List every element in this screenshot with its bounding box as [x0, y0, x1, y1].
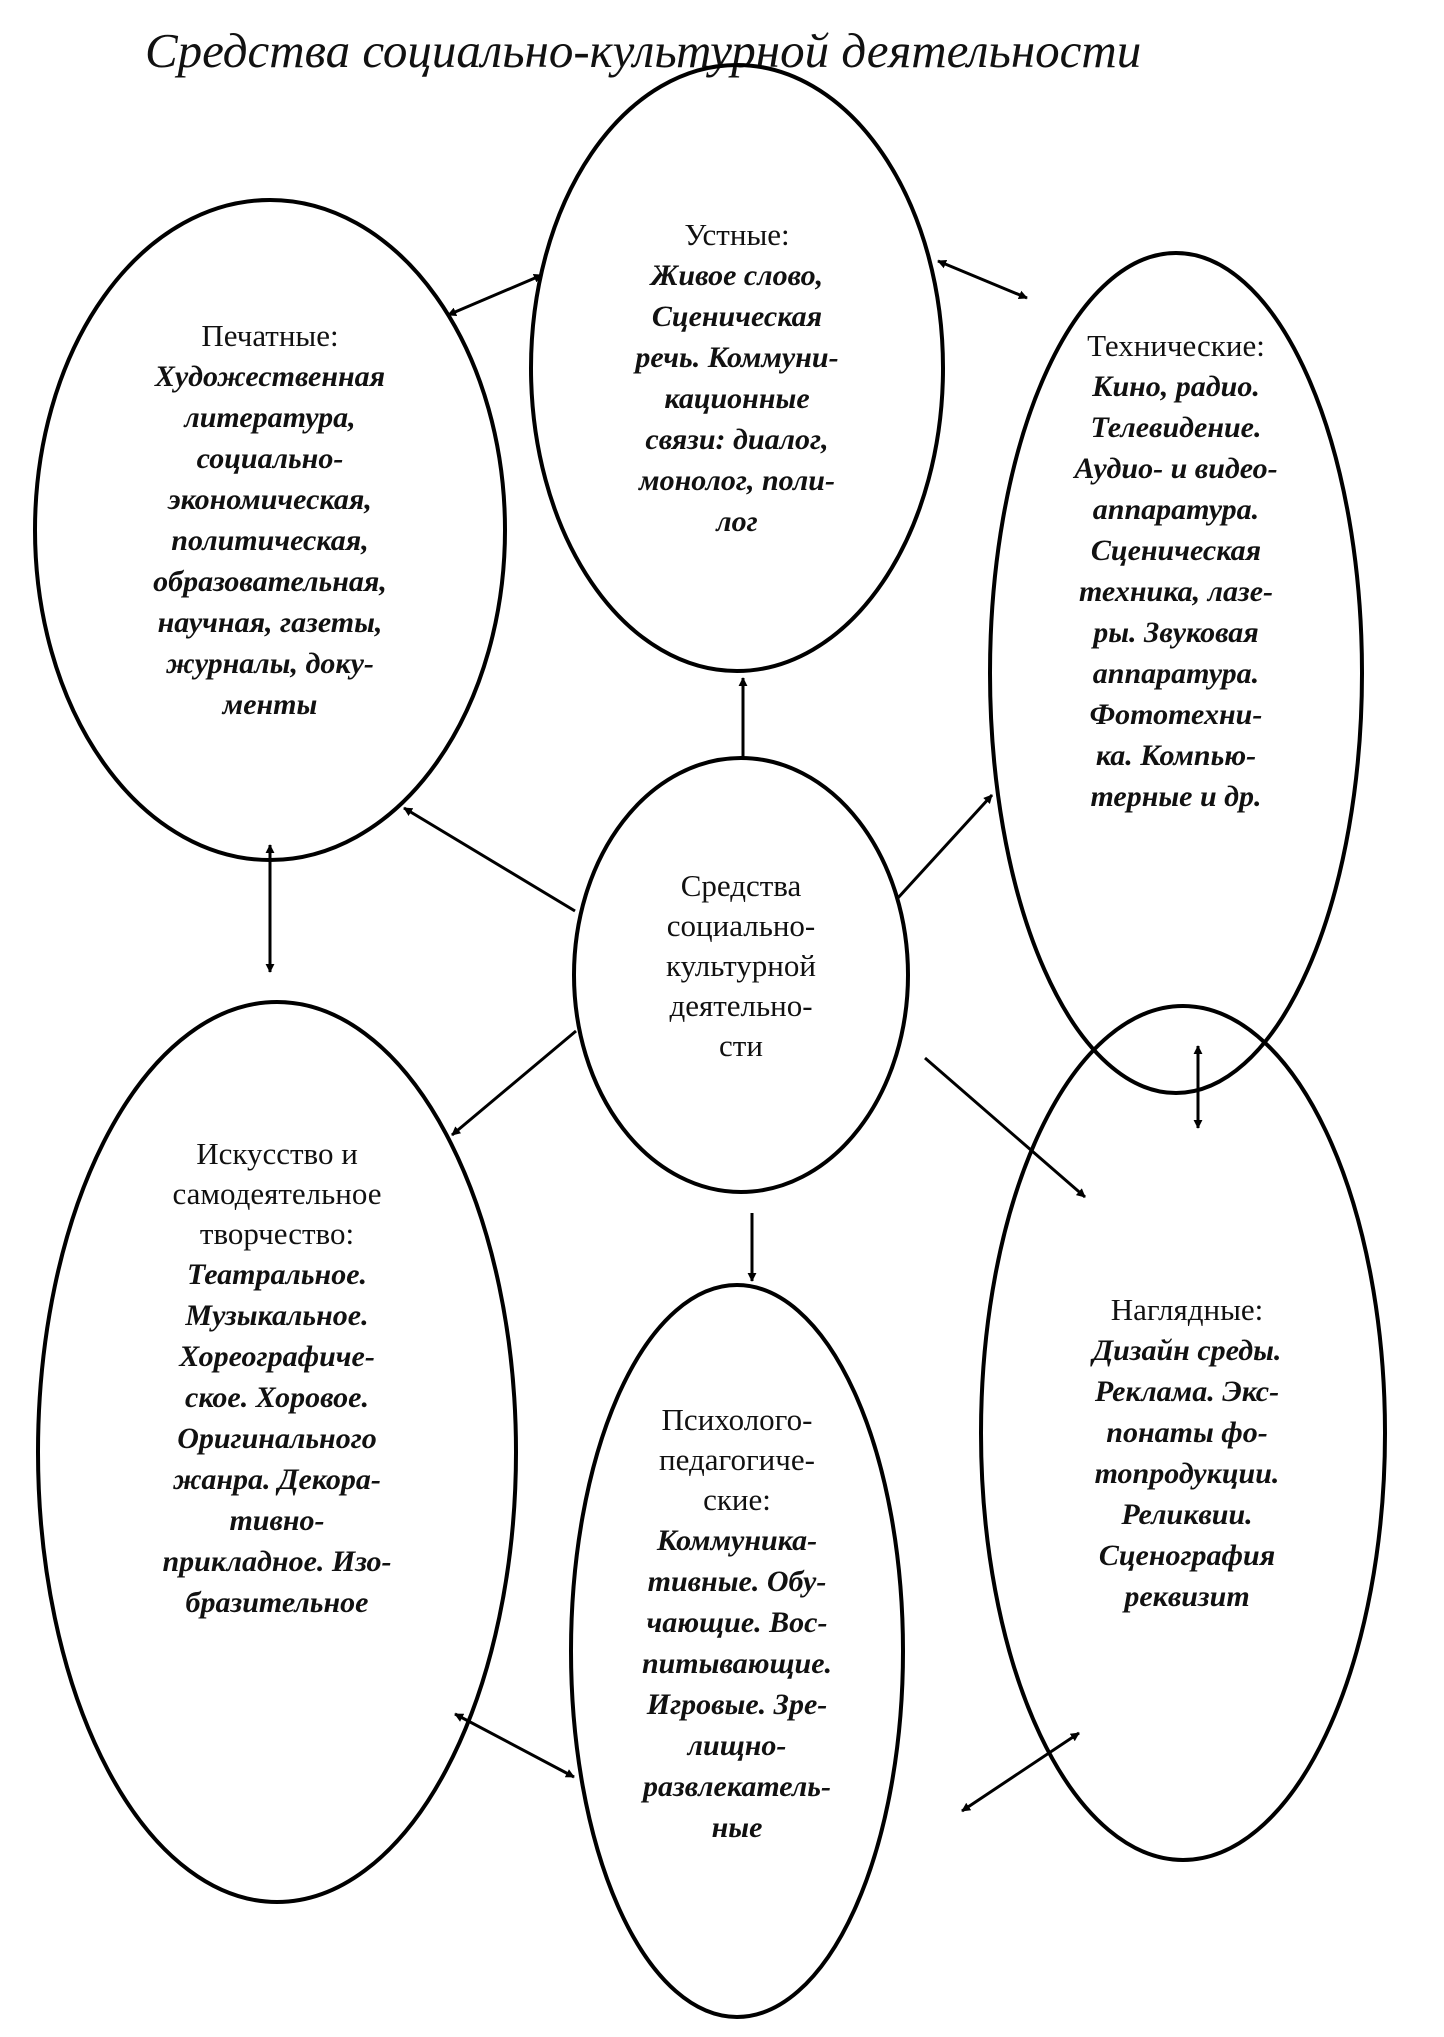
- node-technical-heading: Технические:: [1087, 328, 1265, 363]
- node-visual-line: топродукции.: [1094, 1457, 1280, 1490]
- node-oral-line: Живое слово,: [650, 259, 824, 292]
- node-visual-line: реквизит: [1124, 1580, 1250, 1613]
- node-center-line: культурной: [665, 948, 816, 983]
- node-technical-line: техника, лазе-: [1078, 575, 1274, 608]
- node-psych: Психолого- педагогиче- ские: Коммуника- …: [602, 1400, 872, 1848]
- diagram-title: Средства социально-культурной деятельнос…: [145, 23, 1142, 78]
- arrow-psych-visual: [961, 1731, 1080, 1813]
- node-art-heading: творчество:: [199, 1216, 355, 1251]
- ellipse-technical: [988, 251, 1364, 1095]
- node-psych-heading: Психолого-: [661, 1402, 813, 1437]
- node-psych-heading: педагогиче-: [659, 1442, 815, 1477]
- node-oral-line: лог: [716, 505, 758, 538]
- node-oral-line: монолог, поли-: [639, 464, 835, 497]
- node-center-line: социально-: [666, 908, 816, 943]
- node-printed-line: научная, газеты,: [157, 606, 383, 639]
- node-art-line: бразительное: [185, 1586, 369, 1619]
- ellipse-center: [572, 756, 910, 1194]
- node-printed-heading: Печатные:: [201, 318, 339, 353]
- node-visual-line: Дизайн среды.: [1092, 1334, 1282, 1367]
- node-visual: Наглядные: Дизайн среды. Реклама. Экс- п…: [1042, 1290, 1332, 1617]
- node-printed-line: экономическая,: [168, 483, 372, 516]
- arrow-center-printed: [403, 806, 576, 913]
- node-center-line: деятельно-: [669, 988, 813, 1023]
- node-center-line: сти: [719, 1028, 763, 1063]
- node-printed-line: Художественная: [154, 360, 386, 393]
- arrow-oral-technical: [937, 259, 1028, 300]
- node-visual-line: Реклама. Экс-: [1094, 1375, 1280, 1408]
- node-oral-line: связи: диалог,: [645, 423, 829, 456]
- node-technical-line: аппаратура.: [1092, 493, 1260, 526]
- node-visual-heading: Наглядные:: [1110, 1292, 1264, 1327]
- ellipse-visual: [979, 1004, 1387, 1862]
- node-technical-line: Кино, радио.: [1092, 370, 1260, 403]
- node-printed: Печатные: Художественная литература, соц…: [100, 316, 440, 725]
- node-printed-line: социально-: [196, 442, 344, 475]
- ellipse-psych: [569, 1283, 905, 2019]
- node-printed-line: политическая,: [171, 524, 369, 557]
- node-oral-line: Сценическая: [651, 300, 823, 333]
- node-art-line: прикладное. Изо-: [162, 1545, 392, 1578]
- arrow-center-visual: [924, 1056, 1086, 1199]
- node-psych-line: ные: [711, 1811, 763, 1844]
- node-printed-line: журналы, доку-: [166, 647, 374, 680]
- node-technical: Технические: Кино, радио. Телевидение. А…: [1026, 326, 1326, 817]
- node-psych-line: Игровые. Зре-: [646, 1688, 828, 1721]
- node-psych-line: развлекатель-: [643, 1770, 831, 1803]
- node-art-line: жанра. Декора-: [173, 1463, 381, 1496]
- node-center-line: Средства: [680, 868, 802, 903]
- node-printed-line: образовательная,: [153, 565, 387, 598]
- node-art-line: Хореографиче-: [179, 1340, 375, 1373]
- node-psych-heading: ские:: [703, 1482, 771, 1517]
- node-technical-line: ры. Звуковая: [1093, 616, 1259, 649]
- node-oral: Устные: Живое слово, Сценическая речь. К…: [587, 215, 887, 542]
- node-art-heading: Искусство и: [196, 1136, 358, 1171]
- node-art: Искусство и самодеятельное творчество: Т…: [112, 1134, 442, 1623]
- node-printed-line: литература,: [184, 401, 356, 434]
- arrow-printed-oral: [447, 273, 543, 317]
- arrow-center-technical: [895, 793, 994, 901]
- node-technical-line: ка. Компью-: [1095, 739, 1257, 772]
- ellipse-oral: [529, 63, 945, 673]
- node-printed-line: менты: [222, 688, 318, 721]
- node-visual-line: Сценография: [1098, 1539, 1276, 1572]
- arrow-center-art: [451, 1029, 577, 1137]
- node-center: Средства социально- культурной деятельно…: [611, 866, 871, 1066]
- node-art-heading: самодеятельное: [172, 1176, 382, 1211]
- node-technical-line: терные и др.: [1090, 780, 1262, 813]
- node-technical-line: Телевидение.: [1090, 411, 1262, 444]
- arrow-art-psych: [454, 1712, 575, 1779]
- node-technical-line: аппаратура.: [1092, 657, 1260, 690]
- node-oral-line: кационные: [664, 382, 810, 415]
- node-visual-line: понаты фо-: [1106, 1416, 1268, 1449]
- node-psych-line: лищно-: [687, 1729, 787, 1762]
- node-technical-line: Аудио- и видео-: [1074, 452, 1278, 485]
- node-visual-line: Реликвии.: [1121, 1498, 1253, 1531]
- node-technical-line: Сценическая: [1090, 534, 1262, 567]
- node-art-line: ское. Хоровое.: [185, 1381, 369, 1414]
- ellipse-art: [36, 1000, 518, 1904]
- node-art-line: тивно-: [229, 1504, 325, 1537]
- node-psych-line: чающие. Вос-: [646, 1606, 828, 1639]
- node-oral-line: речь. Коммуни-: [635, 341, 839, 374]
- node-art-line: Театральное.: [186, 1258, 368, 1291]
- node-oral-heading: Устные:: [684, 217, 790, 252]
- node-psych-line: Коммуника-: [656, 1524, 818, 1557]
- node-technical-line: Фототехни-: [1089, 698, 1263, 731]
- node-psych-line: тивные. Обу-: [647, 1565, 827, 1598]
- node-art-line: Музыкальное.: [185, 1299, 369, 1332]
- node-art-line: Оригинального: [177, 1422, 377, 1455]
- node-psych-line: питывающие.: [641, 1647, 833, 1680]
